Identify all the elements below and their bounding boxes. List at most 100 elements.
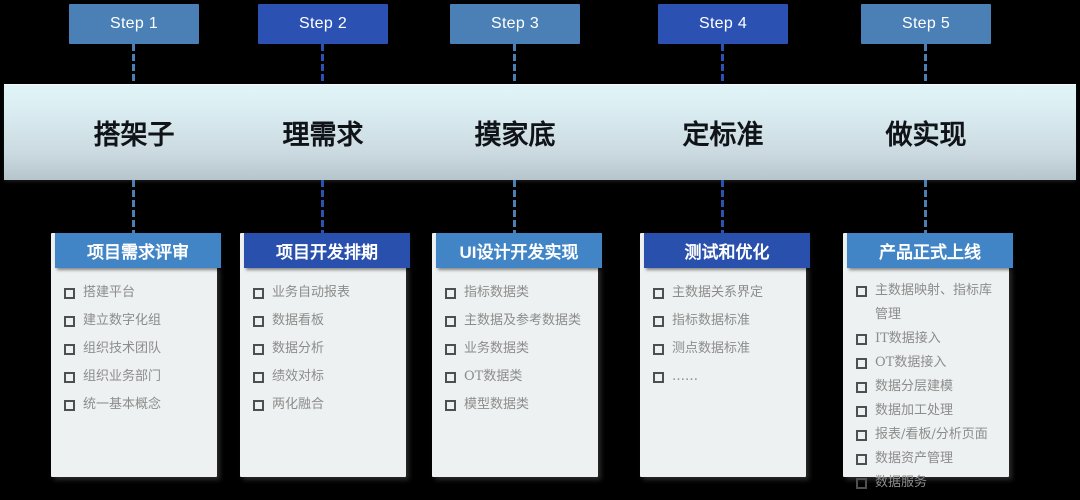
- phase-card: 产品正式上线 主数据映射、指标库管理 IT数据接入 OT数据接入数据分层建模数据加工…: [843, 233, 1013, 490]
- card-header: 项目需求评审: [55, 233, 221, 268]
- card-item-label: 建立数字化组: [83, 313, 162, 328]
- card-item-list: 主数据关系界定指标数据标准测点数据标准 ……: [653, 279, 801, 391]
- dashed-connector-top: [924, 44, 927, 84]
- card-item-label: IT数据接入: [875, 331, 941, 346]
- square-bullet-icon: [64, 344, 75, 355]
- phase-label: 搭架子: [93, 119, 175, 150]
- card-item: 两化融合: [253, 391, 401, 419]
- square-bullet-icon: [856, 430, 867, 441]
- card-title: UI设计开发实现: [459, 243, 579, 262]
- card-item-label: 报表/看板/分析页面: [875, 427, 988, 442]
- square-bullet-icon: [856, 478, 867, 489]
- card-title: 项目需求评审: [87, 243, 189, 262]
- phase-card: 测试和优化 主数据关系界定指标数据标准测点数据标准 ……: [640, 233, 810, 477]
- card-item-label: 指标数据标准: [672, 313, 751, 328]
- phase-card: 项目开发排期 业务自动报表数据看板数据分析绩效对标两化融合: [240, 233, 410, 477]
- card-item-label: 数据服务: [875, 475, 928, 490]
- card-item: 主数据映射、指标库管理: [856, 279, 1004, 327]
- card-item-label: 数据看板: [272, 313, 325, 328]
- square-bullet-icon: [64, 400, 75, 411]
- dashed-connector-bottom: [513, 180, 516, 233]
- dashed-connector-top: [721, 44, 724, 84]
- card-item-label: 搭建平台: [83, 285, 136, 300]
- card-item: 建立数字化组: [64, 307, 212, 335]
- card-item: OT数据接入: [856, 351, 1004, 375]
- card-item-label: 数据加工处理: [875, 403, 954, 418]
- square-bullet-icon: [856, 334, 867, 345]
- card-item: 数据分析: [253, 335, 401, 363]
- card-item-label: 数据分层建模: [875, 379, 954, 394]
- square-bullet-icon: [253, 372, 264, 383]
- phase-label: 摸家底: [474, 119, 556, 150]
- card-item-label: 测点数据标准: [672, 341, 751, 356]
- square-bullet-icon: [653, 372, 664, 383]
- card-item: 指标数据标准: [653, 307, 801, 335]
- square-bullet-icon: [64, 316, 75, 327]
- square-bullet-icon: [253, 400, 264, 411]
- square-bullet-icon: [653, 344, 664, 355]
- step-box: Step 1: [69, 4, 199, 44]
- card-item: 组织技术团队: [64, 335, 212, 363]
- card-item: 模型数据类: [445, 391, 593, 419]
- dashed-connector-top: [513, 44, 516, 84]
- card-header: 产品正式上线: [847, 233, 1013, 268]
- step-label: Step 5: [901, 15, 951, 32]
- card-item: 组织业务部门: [64, 363, 212, 391]
- card-header: UI设计开发实现: [436, 233, 602, 268]
- card-item-label: OT数据接入: [875, 355, 947, 370]
- square-bullet-icon: [445, 288, 456, 299]
- card-item: IT数据接入: [856, 327, 1004, 351]
- dashed-connector-top: [132, 44, 135, 84]
- card-item-label: 模型数据类: [464, 397, 530, 412]
- phase-band: [4, 84, 1076, 180]
- card-item-list: 主数据映射、指标库管理 IT数据接入 OT数据接入数据分层建模数据加工处理报表/看板…: [856, 279, 1004, 495]
- card-item-label: ……: [672, 369, 698, 384]
- card-item-label: 业务自动报表: [272, 285, 351, 300]
- card-item: 数据看板: [253, 307, 401, 335]
- card-item-label: 主数据及参考数据类: [464, 313, 582, 328]
- square-bullet-icon: [653, 316, 664, 327]
- card-item: ……: [653, 363, 801, 391]
- step-column: Step 1 搭架子 项目需求评审 搭建平台建立数字化组组织技术团队组织业务部门…: [36, 0, 232, 500]
- dashed-connector-top: [321, 44, 324, 84]
- card-item: 主数据及参考数据类: [445, 307, 593, 335]
- square-bullet-icon: [856, 382, 867, 393]
- card-item: 搭建平台: [64, 279, 212, 307]
- card-item-label: 统一基本概念: [83, 397, 162, 412]
- phase-label: 定标准: [682, 119, 764, 150]
- card-item-list: 业务自动报表数据看板数据分析绩效对标两化融合: [253, 279, 401, 419]
- card-item-label: 业务数据类: [464, 341, 530, 356]
- square-bullet-icon: [253, 288, 264, 299]
- card-item: 数据加工处理: [856, 399, 1004, 423]
- card-item-label: 数据分析: [272, 341, 325, 356]
- card-item: 数据资产管理: [856, 447, 1004, 471]
- card-item: 数据服务: [856, 471, 1004, 495]
- card-item: 报表/看板/分析页面: [856, 423, 1004, 447]
- step-box: Step 4: [658, 4, 788, 44]
- step-box: Step 2: [258, 4, 388, 44]
- card-header: 测试和优化: [644, 233, 810, 268]
- card-item-label: 组织业务部门: [83, 369, 162, 384]
- step-column: Step 2 理需求 项目开发排期 业务自动报表数据看板数据分析绩效对标两化融合: [225, 0, 421, 500]
- phase-label: 做实现: [885, 119, 967, 150]
- square-bullet-icon: [445, 316, 456, 327]
- dashed-connector-bottom: [321, 180, 324, 233]
- card-item: 指标数据类: [445, 279, 593, 307]
- dashed-connector-bottom: [924, 180, 927, 233]
- card-item-label: 指标数据类: [464, 285, 530, 300]
- card-item: 主数据关系界定: [653, 279, 801, 307]
- card-item-label: 数据资产管理: [875, 451, 954, 466]
- square-bullet-icon: [445, 400, 456, 411]
- card-header: 项目开发排期: [244, 233, 410, 268]
- step-label: Step 4: [698, 15, 748, 32]
- square-bullet-icon: [445, 372, 456, 383]
- step-label: Step 3: [490, 15, 540, 32]
- card-item: 业务自动报表: [253, 279, 401, 307]
- card-item: 绩效对标: [253, 363, 401, 391]
- step-label: Step 1: [109, 15, 159, 32]
- square-bullet-icon: [653, 288, 664, 299]
